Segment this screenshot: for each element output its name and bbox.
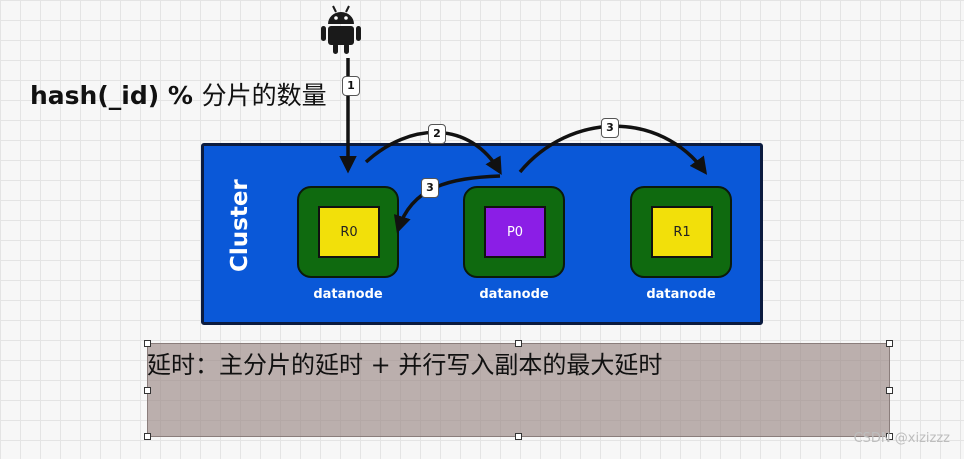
android-icon [321, 5, 361, 54]
watermark: CSDN @xizizzz [853, 431, 950, 446]
cluster-label: Cluster [227, 179, 253, 272]
step-badge-3-left: 3 [421, 178, 439, 198]
datanode-3: R1 [630, 186, 732, 278]
datanode-2-caption: datanode [479, 287, 549, 302]
shard-r1: R1 [651, 206, 713, 258]
resize-handle-top-left[interactable] [144, 340, 151, 347]
step-badge-2: 2 [428, 124, 446, 144]
resize-handle-bottom-right[interactable] [886, 433, 893, 440]
resize-handle-bottom-left[interactable] [144, 433, 151, 440]
step-badge-1: 1 [342, 76, 360, 96]
formula-code: hash(_id) % [30, 81, 193, 110]
resize-handle-top-right[interactable] [886, 340, 893, 347]
datanode-2: P0 [463, 186, 565, 278]
step-badge-3-right: 3 [601, 118, 619, 138]
resize-handle-top-mid[interactable] [515, 340, 522, 347]
datanode-1-caption: datanode [313, 287, 383, 302]
shard-r0: R0 [318, 206, 380, 258]
datanode-3-caption: datanode [646, 287, 716, 302]
resize-handle-bottom-mid[interactable] [515, 433, 522, 440]
formula-label: 分片的数量 [201, 81, 327, 110]
resize-handle-mid-right[interactable] [886, 387, 893, 394]
note-text: 延时：主分片的延时 + 并行写入副本的最大延时 [147, 351, 663, 379]
shard-p0: P0 [484, 206, 546, 258]
datanode-1: R0 [297, 186, 399, 278]
resize-handle-mid-left[interactable] [144, 387, 151, 394]
routing-formula: hash(_id) % 分片的数量 [30, 76, 327, 112]
